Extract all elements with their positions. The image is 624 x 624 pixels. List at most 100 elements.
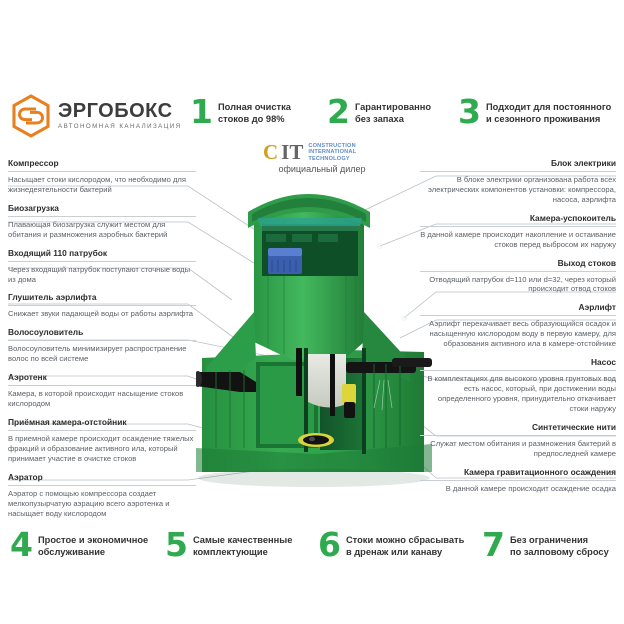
feature-text: Гарантированно без запаха — [354, 102, 432, 125]
callout-divider — [420, 479, 616, 481]
callout-calming-chamber: Камера-успокоитель В данной камере проис… — [420, 213, 616, 258]
callout-divider — [8, 215, 196, 217]
callout-title: Приёмная камера-отстойник — [8, 416, 127, 427]
callout-body: Плавающая биозагрузка служит местом для … — [8, 219, 168, 239]
feature-number: 4 — [10, 525, 33, 564]
feature-top-3: 3 Подходит для постоянного и сезонного п… — [458, 92, 612, 131]
cit-dealer-watermark: C IT CONSTRUCTION INTERNATIONAL TECHNOLO… — [263, 142, 393, 180]
callout-divider — [420, 225, 616, 227]
callout-divider — [8, 260, 196, 262]
feature-bottom-7: 7 Без ограничения по залповому сбросу — [482, 525, 609, 564]
callout-gravity-chamber: Камера гравитационного осаждения В данно… — [420, 467, 616, 502]
callout-divider — [420, 171, 616, 172]
callout-body: Волосоуловитель минимизирует распростран… — [8, 344, 187, 364]
callout-title: Камера гравитационного осаждения — [463, 466, 616, 477]
callout-hair-catcher: Волосоуловитель Волосоуловитель минимизи… — [8, 327, 196, 372]
cit-logo: C IT CONSTRUCTION INTERNATIONAL TECHNOLO… — [263, 140, 393, 165]
callout-title: Аэрлифт — [578, 302, 616, 313]
callout-title: Входящий 110 патрубок — [8, 247, 108, 258]
feature-text: Без ограничения по залповому сбросу — [509, 535, 609, 558]
callout-body: В данной камере происходит осаждение оса… — [445, 483, 616, 493]
brand-name: ЭРГОБОКС — [58, 100, 173, 123]
cit-dealer-label: официальный дилер — [278, 164, 366, 175]
features-bottom: 4 Простое и экономичное обслуживание 5 С… — [0, 528, 624, 576]
callout-kompressor: Компрессор Насыщает стоки кислородом, чт… — [8, 158, 196, 203]
callout-electrical-block: Блок электрики В блоке электрики организ… — [420, 158, 616, 213]
callout-title: Синтетические нити — [531, 421, 616, 432]
cit-letter-c: C — [263, 140, 279, 165]
callout-body: В приемной камере происходит осаждение т… — [8, 433, 194, 463]
callout-title: Компрессор — [8, 158, 59, 168]
feature-bottom-5: 5 Самые качественные комплектующие — [165, 525, 293, 564]
callout-body: Через входящий патрубок поступают сточны… — [8, 264, 191, 284]
callout-airlift-silencer: Глушитель аэрлифта Снижает звуки падающе… — [8, 292, 196, 327]
callout-body: Аэрлифт перекачивает весь образующийся о… — [429, 319, 616, 349]
callout-body: Служат местом обитания и размножения бак… — [430, 438, 616, 458]
feature-number: 5 — [165, 525, 188, 564]
hexagon-e-logo-icon — [10, 94, 52, 138]
callout-divider — [8, 171, 196, 172]
callout-title: Глушитель аэрлифта — [8, 292, 97, 303]
cit-line-3: TECHNOLOGY — [308, 155, 350, 162]
feature-text: Самые качественные комплектующие — [192, 535, 293, 558]
callouts-right-column: Блок электрики В блоке электрики организ… — [420, 158, 616, 501]
callout-title: Волосоуловитель — [8, 327, 84, 338]
header: ЭРГОБОКС АВТОНОМНАЯ КАНАЛИЗАЦИЯ 1 Полная… — [0, 88, 624, 150]
callout-body: Отводящий патрубок d=110 или d=32, через… — [429, 274, 616, 294]
feature-top-1: 1 Полная очистка стоков до 98% — [190, 92, 291, 131]
callout-body: В данной камере происходит накопление и … — [420, 229, 616, 249]
callout-divider — [8, 429, 196, 431]
feature-bottom-4: 4 Простое и экономичное обслуживание — [10, 525, 149, 564]
callout-divider — [420, 370, 616, 372]
feature-top-2: 2 Гарантированно без запаха — [327, 92, 432, 131]
brand-wordmark: ЭРГОБОКС АВТОНОМНАЯ КАНАЛИЗАЦИЯ — [58, 101, 182, 130]
brand-logo: ЭРГОБОКС АВТОНОМНАЯ КАНАЛИЗАЦИЯ — [10, 94, 182, 138]
callout-title: Аэратор — [8, 471, 43, 482]
callout-outlet: Выход стоков Отводящий патрубок d=110 ил… — [420, 258, 616, 303]
callout-body: В комплектациях для высокого уровня грун… — [427, 374, 616, 413]
callout-title: Камера-успокоитель — [529, 212, 616, 223]
cit-line-1: CONSTRUCTION — [308, 143, 356, 149]
feature-text: Полная очистка стоков до 98% — [217, 102, 291, 125]
callout-airlift: Аэрлифт Аэрлифт перекачивает весь образу… — [420, 302, 616, 357]
callouts-left-column: Компрессор Насыщает стоки кислородом, чт… — [8, 158, 196, 526]
cit-letters-it: IT — [281, 140, 304, 165]
callout-divider — [8, 340, 196, 342]
callout-title: Аэротенк — [8, 372, 47, 383]
callout-divider — [8, 385, 196, 387]
brand-tagline: АВТОНОМНАЯ КАНАЛИЗАЦИЯ — [58, 123, 182, 131]
callout-receiving-chamber: Приёмная камера-отстойник В приемной кам… — [8, 417, 196, 472]
feature-number: 1 — [190, 92, 213, 131]
callout-body: Снижает звуки падающей воды от работы аэ… — [8, 309, 193, 319]
feature-number: 7 — [482, 525, 505, 564]
callout-inlet-pipe: Входящий 110 патрубок Через входящий пат… — [8, 248, 196, 293]
callout-body: Камера, в которой происходит насыщение с… — [8, 389, 184, 409]
feature-text: Стоки можно сбрасывать в дренаж или кана… — [345, 535, 465, 558]
callout-synthetic-threads: Синтетические нити Служат местом обитани… — [420, 422, 616, 467]
feature-number: 3 — [458, 92, 481, 131]
callout-pump: Насос В комплектациях для высокого уровн… — [420, 357, 616, 422]
callout-title: Биозагрузка — [8, 202, 59, 213]
feature-bottom-6: 6 Стоки можно сбрасывать в дренаж или ка… — [318, 525, 465, 564]
callout-title: Блок электрики — [550, 158, 616, 168]
callout-body: В блоке электрики организована работа вс… — [428, 175, 616, 204]
feature-number: 2 — [327, 92, 350, 131]
cit-line-2: INTERNATIONAL — [308, 149, 357, 156]
callout-body: Насыщает стоки кислородом, что необходим… — [8, 175, 186, 194]
callout-body: Аэратор с помощью компрессора создает ме… — [8, 488, 170, 518]
callout-divider — [420, 434, 616, 436]
callout-title: Выход стоков — [557, 257, 616, 268]
callout-title: Насос — [590, 357, 616, 368]
callout-divider — [420, 315, 616, 317]
callout-divider — [8, 484, 196, 486]
callout-aerator: Аэратор Аэратор с помощью компрессора со… — [8, 472, 196, 527]
callout-biozagruzka: Биозагрузка Плавающая биозагрузка служит… — [8, 203, 196, 248]
cit-subtitle: CONSTRUCTION INTERNATIONAL TECHNOLOGY — [308, 143, 356, 162]
callout-aerotank: Аэротенк Камера, в которой происходит на… — [8, 372, 196, 417]
feature-text: Подходит для постоянного и сезонного про… — [485, 102, 612, 125]
feature-text: Простое и экономичное обслуживание — [37, 535, 149, 558]
callout-divider — [420, 270, 616, 272]
feature-number: 6 — [318, 525, 341, 564]
callout-divider — [8, 305, 196, 307]
